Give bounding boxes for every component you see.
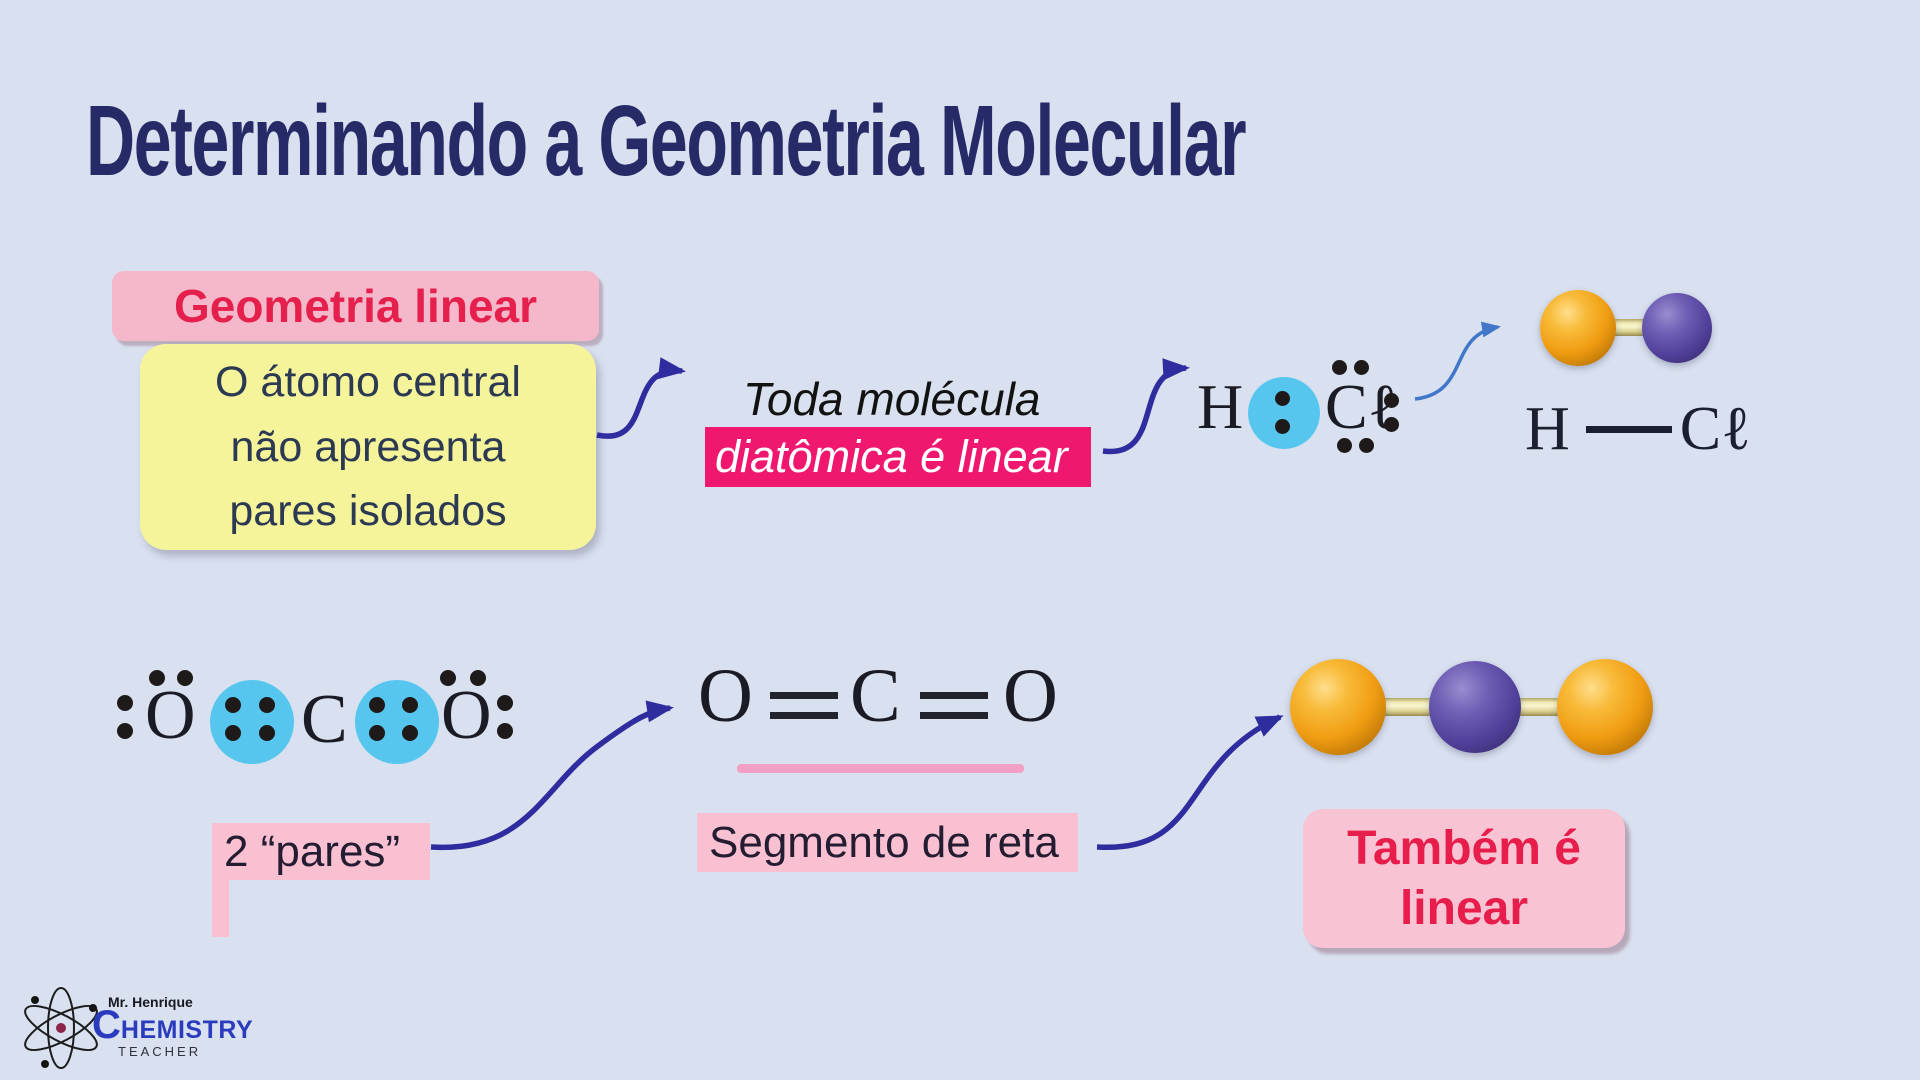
diatomic-note-plain: Toda molécula [743, 373, 1041, 425]
arrow-lewis-to-model [1414, 321, 1501, 401]
double-bond-bar [920, 692, 988, 699]
logo-name: Mr. Henrique [108, 994, 193, 1010]
co2-lewis-c: C [301, 681, 348, 758]
formula-h: H [1525, 395, 1570, 463]
electron-dot [117, 695, 133, 711]
co2-lewis-structure: O C O [115, 655, 540, 765]
electron-dot [402, 697, 418, 713]
co2-bond [1380, 698, 1440, 716]
also-linear-line-2: linear [1399, 881, 1529, 935]
hcl-lewis-structure: H Cℓ [1195, 350, 1425, 465]
double-bond-bar [920, 712, 988, 719]
electron-dot [1332, 360, 1347, 375]
electron-dot [497, 723, 513, 739]
hcl-lewis-h: H [1197, 371, 1244, 442]
page-title: Determinando a Geometria Molecular [86, 85, 1247, 197]
co2-lewis-o-left: O [145, 677, 196, 754]
logo-brand: C HEMISTRY [92, 1005, 253, 1045]
rule-line-2: não apresenta [230, 422, 506, 471]
bonding-pairs-circle [210, 680, 294, 764]
co2-structural-formula: O C O [698, 658, 1078, 744]
logo-brand-rest: HEMISTRY [120, 1016, 254, 1044]
electron-dot [1275, 391, 1290, 406]
logo-subtitle: TEACHER [118, 1044, 202, 1059]
diatomic-note-highlight: diatômica é linear [705, 427, 1091, 487]
geometria-linear-label: Geometria linear [173, 280, 538, 332]
electron-dot [259, 697, 275, 713]
electron-dot [1384, 393, 1399, 408]
arrow-note-to-lewis [1102, 358, 1190, 455]
double-bond-bar [770, 712, 838, 719]
oco-c: C [850, 654, 901, 738]
electron-dot [402, 725, 418, 741]
oxygen-sphere [1290, 659, 1386, 755]
electron-dot [225, 725, 241, 741]
arrow-segment-to-model [1096, 714, 1284, 850]
electron-dot [440, 670, 456, 686]
electron-dot [1275, 419, 1290, 434]
central-atom-rule-box: O átomo central não apresenta pares isol… [140, 344, 596, 550]
electron-dot [497, 695, 513, 711]
segment-label-highlight: Segmento de reta [697, 813, 1078, 872]
electron-dot [369, 725, 385, 741]
also-linear-line-1: Também é [1347, 821, 1581, 875]
hcl-structural-formula: H Cℓ [1525, 398, 1751, 460]
electron-dot [1354, 360, 1369, 375]
electron-dot [149, 670, 165, 686]
oco-o-left: O [698, 654, 753, 738]
rule-line-1: O átomo central [215, 358, 521, 407]
pairs-label: 2 “pares” [224, 826, 401, 876]
rule-line-3: pares isolados [229, 487, 507, 536]
pink-flag-strip [212, 880, 229, 937]
segment-label: Segmento de reta [709, 817, 1059, 867]
double-bond-bar [770, 692, 838, 699]
oco-o-right: O [1003, 654, 1058, 738]
electron-dot [470, 670, 486, 686]
formula-cl: Cℓ [1679, 395, 1751, 463]
electron-dot [225, 697, 241, 713]
bonding-pairs-circle [355, 680, 439, 764]
oxygen-sphere [1557, 659, 1653, 755]
geometria-linear-box: Geometria linear [112, 271, 599, 341]
electron-dot [1359, 438, 1374, 453]
also-linear-box: Também é linear [1303, 809, 1625, 948]
chlorine-sphere [1642, 293, 1712, 363]
atom-icon [24, 987, 98, 1069]
pink-underline [737, 764, 1024, 773]
double-bond [920, 692, 988, 720]
single-bond-dash [1585, 425, 1672, 433]
electron-dot [117, 723, 133, 739]
electron-dot [177, 670, 193, 686]
logo-brand-initial: C [92, 1003, 121, 1047]
electron-dot [369, 697, 385, 713]
pairs-label-highlight: 2 “pares” [212, 823, 430, 880]
hydrogen-sphere [1540, 290, 1616, 366]
bonding-pair-circle [1248, 377, 1320, 449]
arrow-rule-to-note [596, 357, 686, 439]
co2-lewis-o-right: O [441, 677, 492, 754]
electron-dot [259, 725, 275, 741]
carbon-sphere [1429, 661, 1521, 753]
electron-dot [1384, 417, 1399, 432]
electron-dot [1337, 438, 1352, 453]
double-bond [770, 692, 838, 720]
